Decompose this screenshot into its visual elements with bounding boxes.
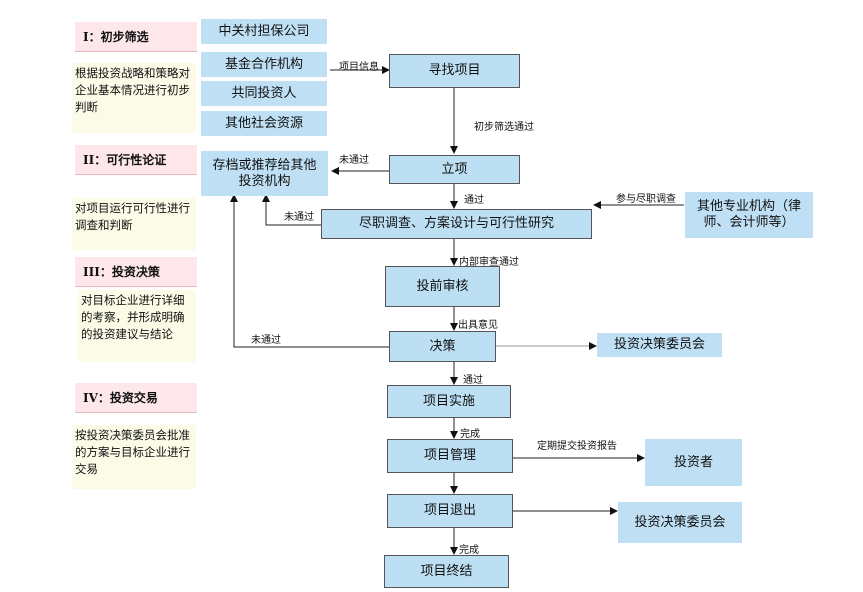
- stage-2-title: II：可行性论证: [75, 145, 197, 175]
- node-decision: 决策: [389, 331, 496, 362]
- label-pass-1: 通过: [464, 195, 484, 206]
- node-implement: 项目实施: [387, 385, 511, 418]
- node-due-diligence: 尽职调查、方案设计与可行性研究: [321, 209, 592, 239]
- node-establish: 立项: [389, 155, 520, 184]
- node-investors: 投资者: [645, 439, 742, 486]
- stage-1-description: 根据投资战略和策略对企业基本情况进行初步判断: [72, 63, 196, 133]
- label-screen-pass: 初步筛选通过: [474, 122, 534, 133]
- label-done-1: 完成: [460, 429, 480, 440]
- edge-decision-to-archive: [230, 194, 389, 348]
- label-done-2: 完成: [459, 545, 479, 556]
- label-pass-2: 通过: [463, 375, 483, 386]
- stage-3-title: III：投资决策: [75, 257, 197, 287]
- node-external-experts: 其他专业机构（律师、会计师等）: [685, 192, 813, 238]
- label-periodic-report: 定期提交投资报告: [537, 441, 617, 452]
- node-investment-committee-2: 投资决策委员会: [618, 502, 742, 543]
- node-find-project: 寻找项目: [389, 54, 520, 88]
- label-not-pass-1: 未通过: [339, 155, 369, 166]
- node-pre-review: 投前审核: [385, 266, 500, 307]
- edge-dd-to-archive: [262, 194, 321, 226]
- label-not-pass-2: 未通过: [284, 212, 314, 223]
- stage-2-description: 对项目运行可行性进行调查和判断: [72, 198, 196, 250]
- node-exit: 项目退出: [387, 494, 513, 528]
- label-join-dd: 参与尽职调查: [616, 194, 676, 205]
- label-not-pass-3: 未通过: [251, 335, 281, 346]
- label-project-info: 项目信息: [339, 62, 379, 73]
- stage-4-title: IV：投资交易: [75, 383, 197, 413]
- source-other-resources: 其他社会资源: [201, 111, 327, 136]
- label-internal-pass: 内部审查通过: [459, 257, 519, 268]
- stage-4-description: 按投资决策委员会批准的方案与目标企业进行交易: [72, 425, 196, 489]
- source-zgc-guarantee: 中关村担保公司: [201, 19, 327, 44]
- node-terminate: 项目终结: [384, 555, 509, 588]
- stage-1-title: I：初步筛选: [75, 22, 197, 52]
- node-archive-or-recommend: 存档或推荐给其他投资机构: [201, 151, 328, 196]
- node-manage: 项目管理: [387, 439, 513, 473]
- stage-3-description: 对目标企业进行详细的考察，并形成明确的投资建议与结论: [78, 290, 196, 362]
- source-co-investors: 共同投资人: [201, 81, 327, 106]
- source-fund-partners: 基金合作机构: [201, 52, 327, 77]
- node-investment-committee-1: 投资决策委员会: [597, 333, 722, 357]
- label-opinion: 出具意见: [458, 320, 498, 331]
